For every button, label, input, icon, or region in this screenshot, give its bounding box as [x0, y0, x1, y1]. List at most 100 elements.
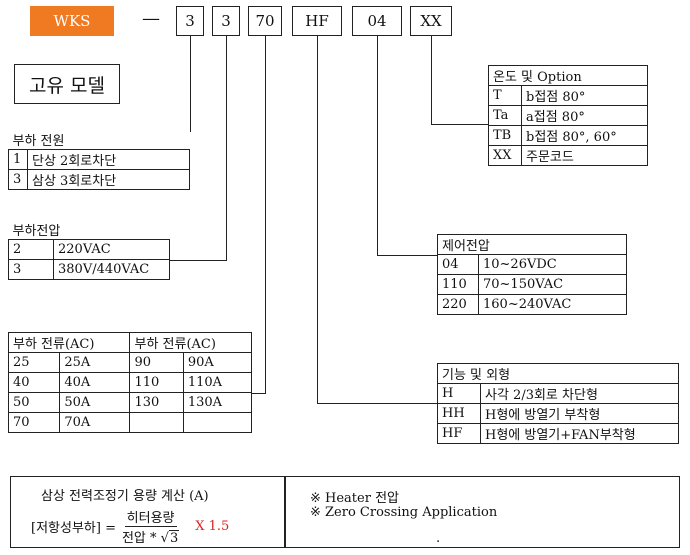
calc-multiplier: X 1.5: [195, 519, 230, 534]
code-cell: XX: [488, 145, 522, 166]
desc-cell: 70~150VAC: [478, 274, 627, 295]
calc-denominator-text: 전압 *: [121, 531, 157, 546]
connector-voltage-h: [170, 260, 227, 261]
calc-fraction: 히터용량 전압 * √3: [121, 507, 180, 546]
code-cell: 110: [437, 274, 479, 295]
calc-denominator: 전압 * √3: [121, 530, 180, 546]
table-title: 부하 전원: [8, 130, 190, 150]
desc-cell: H형에 방열기 부착형: [480, 403, 679, 424]
value-cell: 110A: [182, 372, 253, 393]
calc-box: 삼상 전력조정기 용량 계산 (A) [저항성부하] = 히터용량 전압 * √…: [10, 476, 285, 548]
code-cell: 220: [437, 294, 479, 315]
code-cell: 25: [7, 352, 61, 373]
table-title: 온도 및 Option: [488, 65, 648, 86]
connector-function-h: [317, 403, 437, 404]
code-cell: H: [437, 383, 481, 404]
code-cell: T: [488, 85, 522, 106]
code-cell: 04: [437, 254, 479, 275]
notes-box: ※ Heater 전압 ※ Zero Crossing Application …: [285, 476, 680, 548]
value-cell: 40A: [59, 372, 131, 393]
code-cell: 110: [129, 372, 184, 393]
table-title: 기능 및 외형: [437, 363, 679, 384]
value-cell: 130A: [182, 392, 253, 413]
desc-cell: 단상 2회로차단: [27, 149, 190, 170]
value-cell: 70A: [59, 412, 131, 433]
note-heater: ※ Heater 전압: [310, 491, 399, 506]
desc-cell: 주문코드: [521, 145, 648, 166]
calc-lhs: [저항성부하] =: [31, 521, 116, 536]
table-title: 제어전압: [437, 234, 627, 255]
calc-numerator: 히터용량: [124, 507, 177, 527]
connector-control-h: [377, 255, 437, 256]
code-cell: TB: [488, 125, 522, 146]
code-cell: 50: [7, 392, 61, 413]
code-seg-voltage: 3: [212, 6, 240, 36]
calc-formula: [저항성부하] = 히터용량 전압 * √3 X 1.5: [31, 507, 229, 546]
code-cell: 3: [8, 259, 54, 280]
desc-cell: 10~26VDC: [478, 254, 627, 275]
desc-cell: b접점 80°: [521, 85, 648, 106]
desc-cell: 삼상 3회로차단: [27, 169, 190, 190]
desc-cell: 220VAC: [53, 239, 170, 260]
code-cell: 2: [8, 239, 54, 260]
code-cell: Ta: [488, 105, 522, 126]
table-title-left: 부하 전류(AC): [7, 332, 131, 353]
connector-option-v: [431, 36, 432, 124]
connector-function-v: [317, 36, 318, 403]
connector-control-v: [377, 36, 378, 255]
code-dash: —: [142, 8, 160, 29]
value-cell: 50A: [59, 392, 131, 413]
code-cell: 130: [129, 392, 184, 413]
note-dot: .: [436, 531, 441, 546]
code-seg-current: 70: [248, 6, 282, 36]
code-cell: 1: [8, 149, 28, 170]
connector-power: [190, 36, 191, 132]
code-cell: 3: [8, 169, 28, 190]
note-zero-crossing: ※ Zero Crossing Application: [310, 505, 498, 520]
desc-cell: b접점 80°, 60°: [521, 125, 648, 146]
code-seg-function: HF: [292, 6, 342, 36]
desc-cell: 160~240VAC: [478, 294, 627, 315]
code-seg-power: 3: [176, 6, 204, 36]
connector-current-v: [265, 36, 266, 393]
code-cell: 90: [129, 352, 184, 373]
code-seg-option: XX: [410, 6, 452, 36]
desc-cell: H형에 방열기+FAN부착형: [480, 423, 679, 444]
brand-box: WKS: [30, 6, 114, 36]
value-cell: 90A: [182, 352, 253, 373]
value-cell: 25A: [59, 352, 131, 373]
code-cell: HH: [437, 403, 481, 424]
code-cell: 70: [7, 412, 61, 433]
desc-cell: a접점 80°: [521, 105, 648, 126]
code-cell: 40: [7, 372, 61, 393]
desc-cell: 사각 2/3회로 차단형: [480, 383, 679, 404]
table-title: 부하전압: [8, 220, 170, 240]
model-label: 고유 모델: [14, 64, 120, 104]
connector-current-h: [252, 393, 266, 394]
value-cell: [182, 412, 253, 433]
calc-title: 삼상 전력조정기 용량 계산 (A): [41, 489, 209, 504]
connector-voltage-v: [226, 36, 227, 260]
calc-sqrt-value: 3: [168, 530, 180, 546]
